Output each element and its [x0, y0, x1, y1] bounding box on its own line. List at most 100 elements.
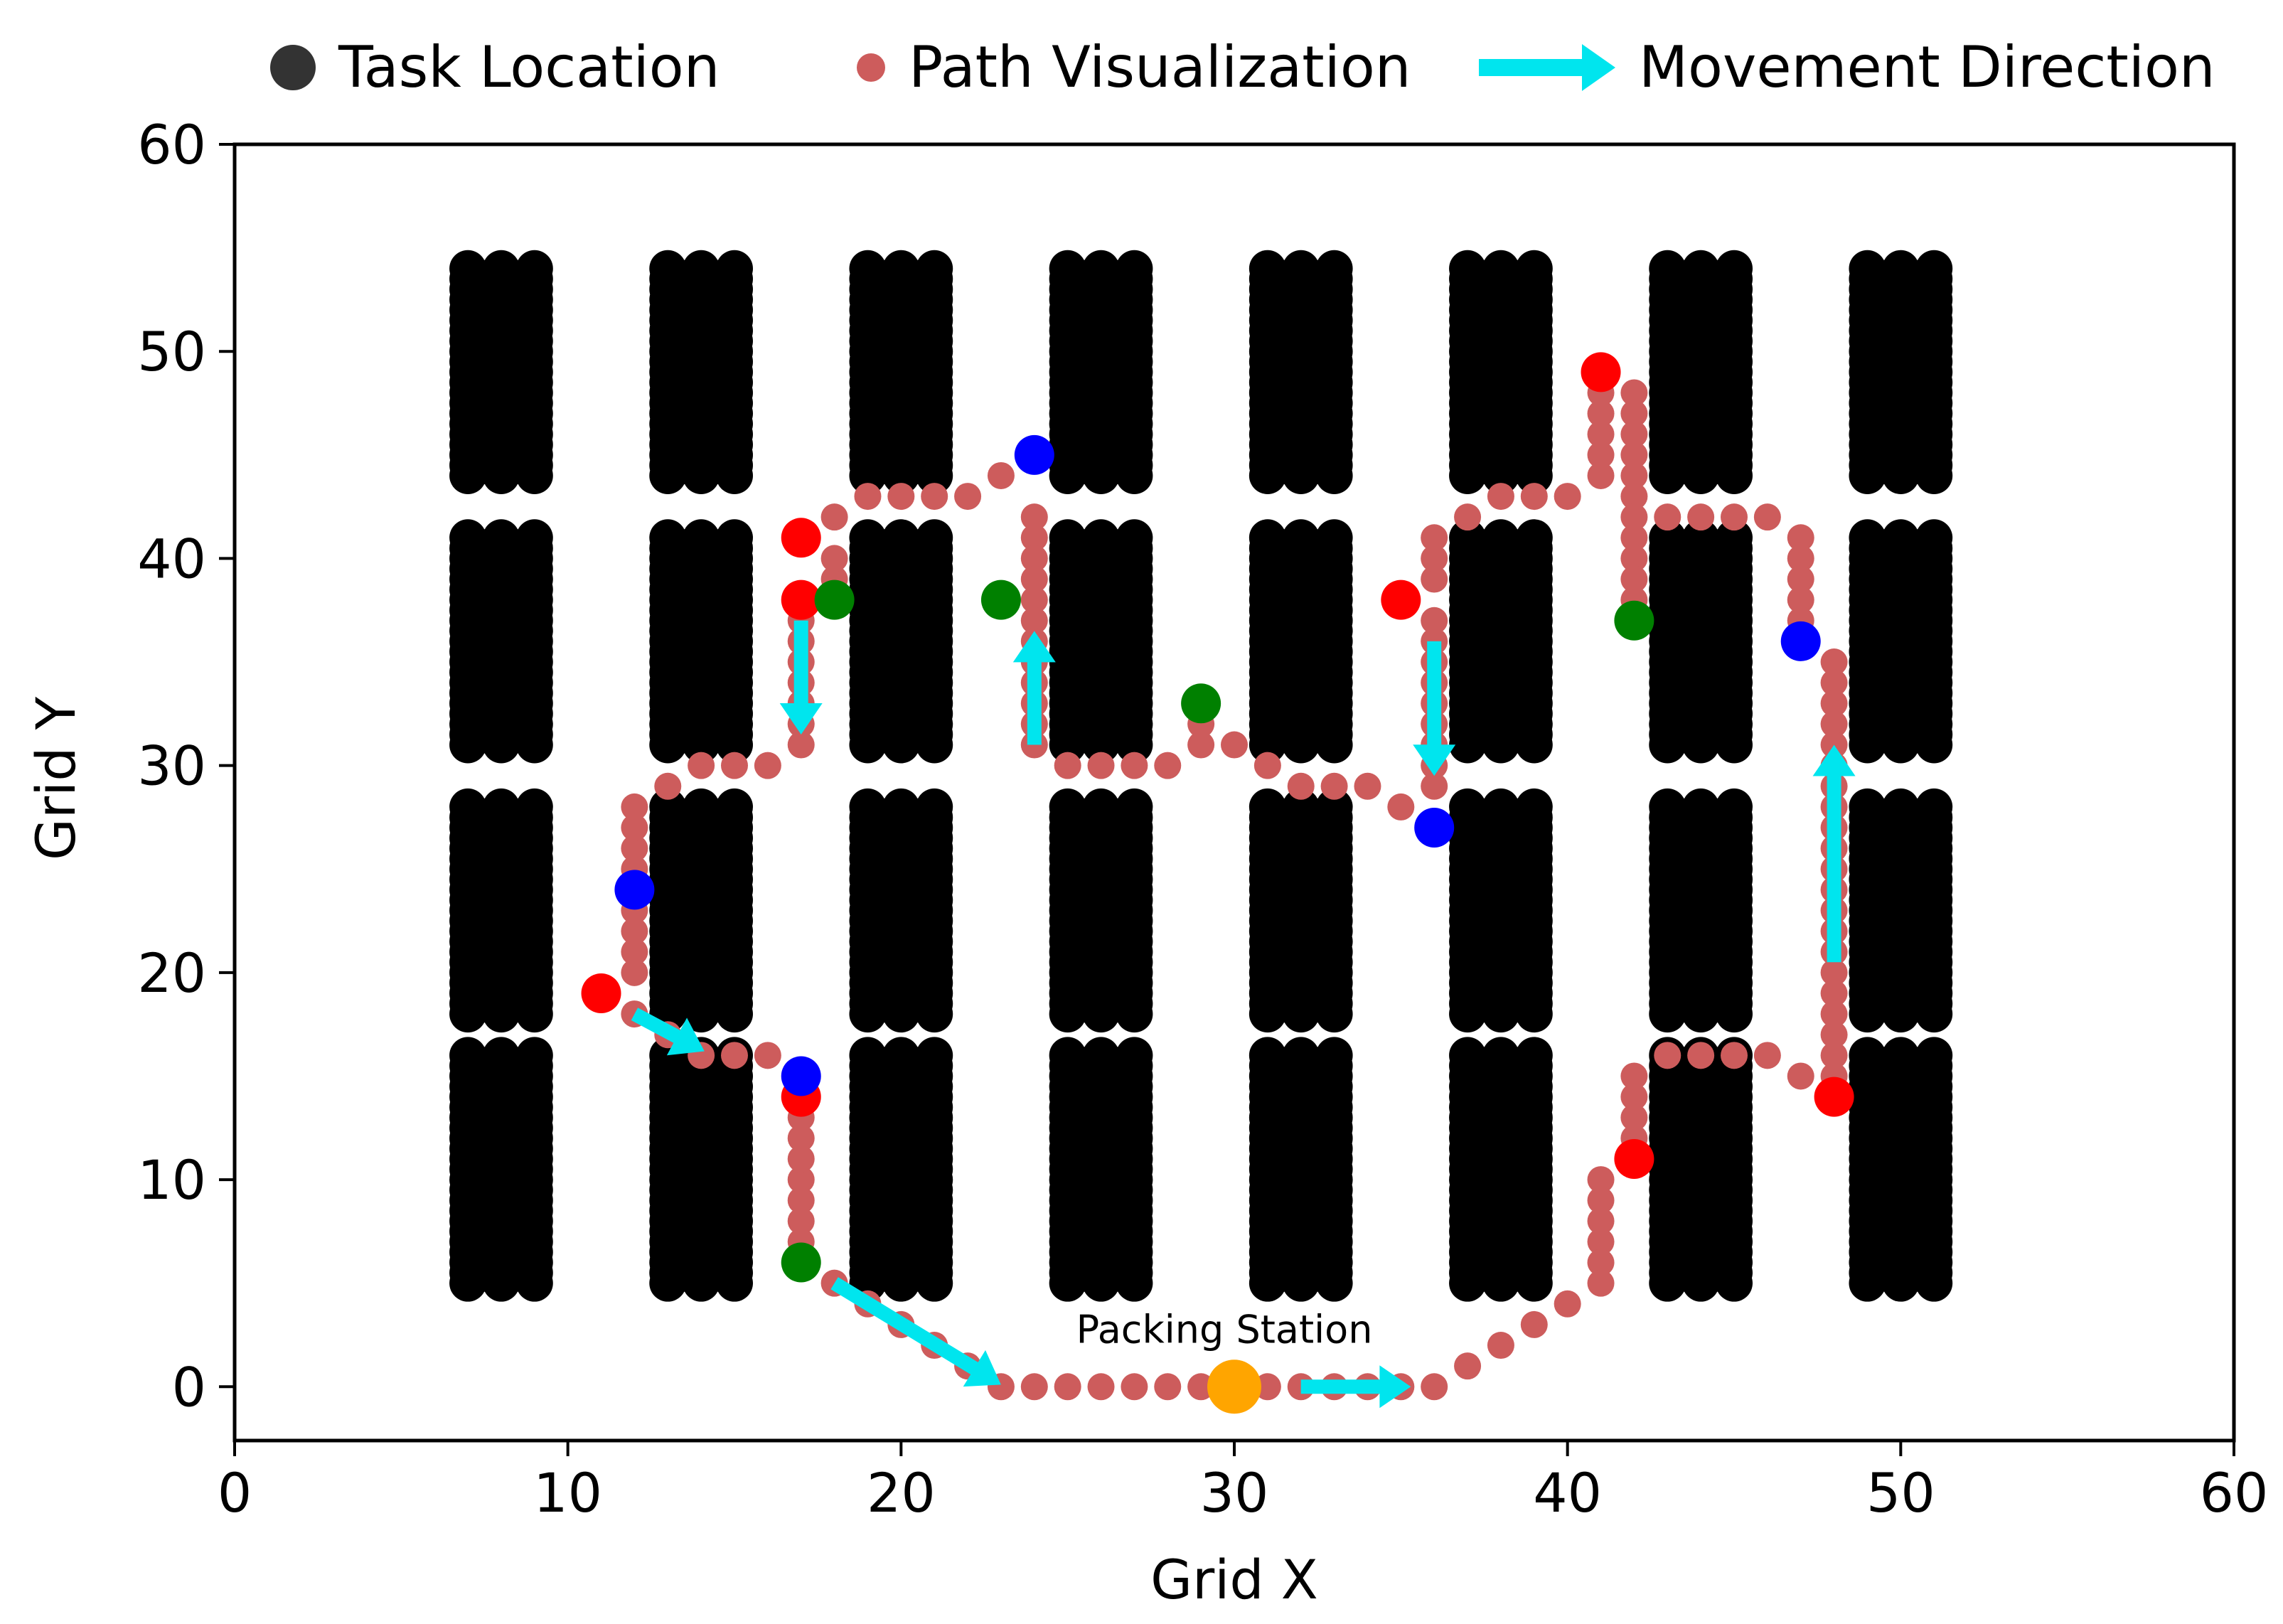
path-point — [1287, 772, 1315, 800]
y-tick-label: 20 — [137, 941, 206, 1005]
path-point — [1121, 1373, 1148, 1401]
path-point — [1820, 690, 1848, 717]
task-marker-red — [1814, 1077, 1854, 1117]
path-point — [1587, 1228, 1615, 1256]
shelf-block — [1059, 798, 1143, 1023]
legend-arrow-label: Movement Direction — [1639, 34, 2215, 100]
y-tick-label: 30 — [137, 734, 206, 798]
path-point — [1620, 461, 1648, 489]
path-point — [1520, 1310, 1548, 1338]
path-point — [1387, 793, 1415, 821]
packing-station-label: Packing Station — [1076, 1307, 1373, 1352]
path-point — [1354, 772, 1381, 800]
shelf-block — [1859, 1047, 1943, 1292]
path-point — [1620, 400, 1648, 427]
path-point — [1587, 461, 1615, 489]
shelf-block — [1659, 260, 1743, 484]
task-marker-green — [1614, 600, 1654, 641]
path-point — [721, 752, 748, 779]
path-point — [1687, 503, 1715, 531]
path-point — [1587, 1187, 1615, 1214]
shelf-block — [1659, 798, 1743, 1023]
path-point — [887, 483, 915, 511]
shelf-block — [1059, 1047, 1143, 1292]
legend: Task Location Path Visualization Movemen… — [270, 34, 2215, 100]
path-point — [1020, 545, 1048, 572]
movement-arrow — [1812, 744, 1856, 963]
path-point — [1587, 1249, 1615, 1276]
path-point — [1620, 441, 1648, 469]
packing-station-marker — [1207, 1359, 1261, 1414]
path-point — [1454, 503, 1482, 531]
path-point — [954, 483, 982, 511]
path-point — [1620, 379, 1648, 407]
shelf-block — [459, 529, 543, 754]
path-point — [787, 731, 815, 759]
x-tick-label: 0 — [218, 1461, 252, 1524]
path-point — [1753, 503, 1781, 531]
shelf-block — [1859, 529, 1943, 754]
path-point — [787, 1187, 815, 1214]
path-point — [1054, 752, 1081, 779]
path-point — [1087, 752, 1115, 779]
path-point — [1620, 524, 1648, 552]
legend-task-marker — [270, 45, 316, 90]
legend-path-label: Path Visualization — [909, 34, 1411, 100]
path-point — [854, 483, 882, 511]
tasks-layer — [581, 352, 1854, 1283]
path-point — [1020, 524, 1048, 552]
shelf-block — [1459, 1047, 1543, 1292]
path-point — [1154, 1373, 1182, 1401]
task-marker-red — [781, 579, 821, 620]
movement-arrow — [631, 1008, 705, 1056]
path-point — [1421, 524, 1448, 552]
x-axis-label: Grid X — [1150, 1548, 1318, 1611]
path-point — [1654, 1042, 1681, 1069]
task-marker-blue — [1414, 808, 1455, 848]
task-marker-blue — [1014, 434, 1054, 475]
path-point — [1020, 586, 1048, 614]
path-point — [1554, 483, 1581, 511]
path-point — [787, 1207, 815, 1235]
y-tick-label: 0 — [172, 1355, 206, 1419]
shelf-block — [859, 260, 943, 484]
task-marker-blue — [1780, 621, 1821, 661]
shelf-block — [1859, 260, 1943, 484]
task-marker-blue — [614, 870, 655, 910]
shelves-layer — [449, 250, 1953, 1302]
path-point — [621, 835, 648, 862]
shelf-block — [1258, 529, 1343, 754]
path-point — [1687, 1042, 1715, 1069]
shelf-block — [1459, 529, 1543, 754]
legend-path-marker — [857, 53, 885, 82]
path-point — [1187, 731, 1215, 759]
shelf-block — [1659, 1047, 1743, 1292]
path-point — [1587, 441, 1615, 469]
path-point — [1421, 607, 1448, 634]
path-point — [1587, 1207, 1615, 1235]
shelf-block — [459, 260, 543, 484]
shelf-block — [1258, 1047, 1343, 1292]
task-marker-red — [581, 973, 621, 1013]
path-point — [1020, 1373, 1048, 1401]
path-point — [1820, 979, 1848, 1007]
shelf-block — [1459, 798, 1543, 1023]
shelf-block — [1059, 260, 1143, 484]
path-point — [1554, 1290, 1581, 1318]
path-point — [754, 1042, 781, 1069]
path-point — [1421, 565, 1448, 593]
path-point — [1587, 1166, 1615, 1194]
path-point — [1787, 545, 1814, 572]
shelf-block — [659, 1047, 743, 1292]
path-point — [654, 772, 682, 800]
shelf-block — [659, 260, 743, 484]
path-point — [1721, 1042, 1748, 1069]
path-point — [721, 1042, 748, 1069]
shelf-block — [859, 798, 943, 1023]
x-tick-label: 50 — [1866, 1461, 1935, 1524]
path-point — [621, 938, 648, 966]
path-point — [754, 752, 781, 779]
path-point — [1620, 545, 1648, 572]
path-point — [688, 752, 715, 779]
x-tick-label: 10 — [533, 1461, 602, 1524]
